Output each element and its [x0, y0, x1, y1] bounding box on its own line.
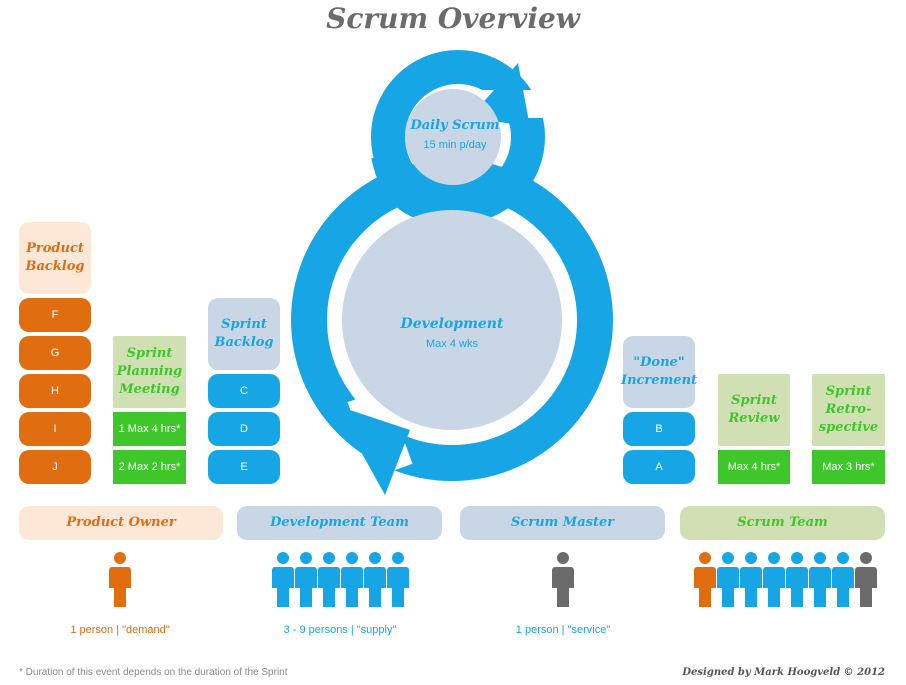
person-icon — [762, 552, 785, 607]
backlog-item: J — [19, 450, 91, 484]
person-icon — [552, 552, 574, 607]
sprint-review-duration: Max 4 hrs* — [718, 450, 790, 484]
role-scrum-master: Scrum Master — [460, 506, 665, 540]
person-icon — [386, 552, 409, 607]
person-icon — [739, 552, 762, 607]
person-icon — [693, 552, 716, 607]
increment-item: A — [623, 450, 695, 484]
person-icon — [271, 552, 294, 607]
person-icon — [831, 552, 854, 607]
sprint-cycle-diagram — [291, 50, 613, 495]
page-title: Scrum Overview — [326, 2, 580, 35]
person-icon — [294, 552, 317, 607]
planning-part: 2 Max 2 hrs* — [113, 450, 186, 484]
person-icon — [317, 552, 340, 607]
backlog-item: I — [19, 412, 91, 446]
planning-part: 1 Max 4 hrs* — [113, 412, 186, 446]
person-icon — [716, 552, 739, 607]
development-team-people — [270, 551, 410, 609]
sprint-planning-header: Sprint Planning Meeting — [113, 336, 186, 408]
role-scrum-team: Scrum Team — [680, 506, 885, 540]
sprint-retrospective-header: Sprint Retro-spective — [812, 374, 885, 446]
sprint-backlog-item: C — [208, 374, 280, 408]
person-icon — [363, 552, 386, 607]
backlog-item: F — [19, 298, 91, 332]
development-label: Development — [400, 316, 504, 332]
sprint-arrow-icon — [335, 405, 410, 495]
scrum-master-caption: 1 person | "service" — [515, 624, 611, 636]
development-team-caption: 3 - 9 persons | "supply" — [283, 624, 397, 636]
done-increment-header: "Done" Increment — [621, 336, 697, 408]
product-owner-people — [90, 551, 150, 609]
sprint-backlog-header: Sprint Backlog — [208, 298, 280, 370]
scrum-master-people — [533, 551, 593, 609]
daily-scrum-label: Daily Scrum — [410, 118, 500, 133]
sprint-backlog-item: D — [208, 412, 280, 446]
person-icon — [340, 552, 363, 607]
role-product-owner: Product Owner — [19, 506, 223, 540]
daily-scrum-circle — [405, 89, 501, 185]
sprint-backlog-item: E — [208, 450, 280, 484]
development-circle — [342, 210, 562, 430]
sprint-review-header: Sprint Review — [718, 374, 790, 446]
sprint-retrospective-duration: Max 3 hrs* — [812, 450, 885, 484]
person-icon — [785, 552, 808, 607]
backlog-item: G — [19, 336, 91, 370]
backlog-item: H — [19, 374, 91, 408]
person-icon — [109, 552, 131, 607]
daily-scrum-duration: 15 min p/day — [423, 139, 487, 151]
product-backlog-header: Product Backlog — [19, 222, 91, 294]
footnote: * Duration of this event depends on the … — [19, 667, 288, 678]
person-icon — [808, 552, 831, 607]
person-icon — [854, 552, 877, 607]
credit: Designed by Mark Hoogveld © 2012 — [682, 667, 885, 678]
product-owner-caption: 1 person | "demand" — [70, 624, 170, 636]
role-development-team: Development Team — [237, 506, 442, 540]
development-duration: Max 4 wks — [426, 338, 478, 350]
scrum-team-people — [690, 551, 880, 609]
increment-item: B — [623, 412, 695, 446]
